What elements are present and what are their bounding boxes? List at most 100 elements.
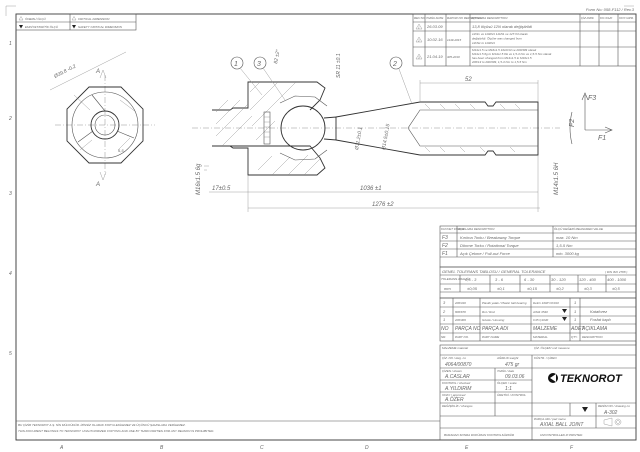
dim-tube-length: 52 <box>465 77 472 83</box>
revisions-rows-2-desc-3: 200/13 to 200/309, 1,5-3 Nm to 1,5-5 Nm <box>471 60 527 64</box>
zone-col: B <box>160 445 164 451</box>
housing-part-1 <box>212 81 326 176</box>
end-view: A A Ø39.8 -0.2 6,5 <box>49 51 155 188</box>
zone-row: 4 <box>9 271 12 277</box>
parts-row: 2 800/670 Rot / Rod AISI4 3540 1 Katafor… <box>442 309 607 314</box>
ball-stud <box>280 105 326 151</box>
force-diagram: F3 F2 F1 <box>569 92 613 145</box>
parts-rows-0-mat: Delrin 100P NC010 <box>533 301 559 305</box>
loads-rows-0-f: F3 <box>442 235 448 241</box>
zone-col: A <box>59 445 64 451</box>
parts-rows-2-mat: C45 Ç1040 <box>533 318 549 322</box>
safety-marker-icon <box>562 309 567 313</box>
dim-overall-length: 1276 ±2 <box>372 202 394 208</box>
revisions-rows-2-report: 305-2019 <box>447 55 460 59</box>
title_block-material_label: MALZEME material <box>442 346 468 350</box>
balloon-3 <box>253 56 267 70</box>
title_block-scale_label: ÖLÇEK / scale <box>497 381 517 385</box>
title_block-footer_right: UNCONTROLLED IF PRINTED <box>540 433 583 437</box>
parts-headers_en-3: MATERIAL <box>533 335 548 339</box>
parts-header: NO PARÇA NO PARÇA ADI MALZEME ADET AÇIKL… <box>441 326 608 339</box>
parts-rows-2-no: 1 <box>443 317 445 322</box>
loads-rows-2-desc: Açık Çekme / Pull-out Force <box>459 251 511 256</box>
tolerance-ranges-5: 400 - 1000 <box>607 277 627 282</box>
dim-neck: Ø11.2±0.1 <box>354 126 364 151</box>
parts-rows-1-name: Rot / Rod <box>482 310 495 314</box>
zone-col: D <box>365 445 369 451</box>
load-requirements-table: KUVVET FORCE AÇIKLAMA DESCRIPTION ÖLÇÜ D… <box>439 225 637 268</box>
parts-headers-0: NO <box>441 326 449 332</box>
symbol-legend: ÖNEMLİ ÖLÇÜ CRITICAL DIMENSION EMNİYET/K… <box>15 13 137 31</box>
critical-triangle-icon <box>71 16 77 21</box>
revisions-rows-1-date: 10.02.16 <box>427 37 443 42</box>
safety-marker-icon <box>562 317 567 321</box>
title_block-drawing_number_label: RESİM NO / drawing no <box>598 404 630 408</box>
dim-thread-right: M14x1.5 6H <box>554 162 560 195</box>
weight: 475 gr <box>505 362 520 368</box>
parts-rows-2-part_no: 200/309 <box>454 318 466 322</box>
tolerance-values-2: ±0,15 <box>527 286 538 291</box>
zone-rows: 1 2 3 4 5 <box>8 41 12 357</box>
parts-headers-2: PARÇA ADI <box>482 326 509 332</box>
loads-headers-1: AÇIKLAMA DESCRIPTION <box>457 227 495 231</box>
legend-safety-tr: EMNİYET/KRİTİK ÖLÇÜ <box>25 25 59 29</box>
section-label-a: A <box>95 69 100 75</box>
revision-triangle-icon <box>415 53 423 60</box>
form-number: Form No: 058-F112 / Rev.3 <box>586 7 635 12</box>
revisions-rows-2-desc-0: M14x1.5 ve M16x1.5 1010/13 ve 200/309 ol… <box>472 48 537 52</box>
axial-joint-side-view: 1 3 2 17±0.5 1036 ±1 1276 ±2 52 M16x1.5 … <box>192 49 613 212</box>
tolerance-values-4: ±0,3 <box>584 286 593 291</box>
parts-headers_en-0: NR. <box>441 335 446 339</box>
dim-center-length: 1036 ±1 <box>360 186 382 192</box>
parts-headers-5: AÇIKLAMA <box>581 326 608 332</box>
title_block-footer_left: BURADAN SONRA DOKÜMAN KONTROLSÜZDÜR <box>444 433 515 437</box>
revisions-rows-0-date: 26.03.09 <box>426 24 443 29</box>
tolerance-values-0: ±0,05 <box>467 286 478 291</box>
title_block-copyright_tr: BU ÇİZİM TEKNOROT A.Ş. NİN MÜLKÜDÜR. İZİ… <box>18 423 186 427</box>
tolerance-values-5: ±0,5 <box>612 286 621 291</box>
loads-rows-1-f: F2 <box>442 243 448 249</box>
zone-col: C <box>260 445 264 451</box>
title_block-weight_label: AĞIRLIK weight <box>496 355 519 360</box>
revisions-headers-1: TARİH DATE <box>426 16 444 20</box>
drawing-forces-1: F2 <box>569 119 576 127</box>
revision-table: REV.NO TARİH DATE RAPOR NO REPORT NO AÇI… <box>412 13 637 67</box>
drawing-forces-0: F3 <box>588 95 596 102</box>
title_block-copyright_en: THIS DOCUMENT BELONGS TO TEKNOROT. UNAUT… <box>18 429 214 433</box>
title_block-surface_label: ÇİZ. ÖLÇEK/ unit measure <box>534 346 570 350</box>
drawing-forces-2: F1 <box>598 135 606 142</box>
parts-rows-0-part_no: 200/316 <box>454 301 466 305</box>
loads-rows-2-val: min. 3000 kg <box>556 251 580 256</box>
parts-rows-1-mat: AISI4 3540 <box>532 310 548 314</box>
tolerance-ranges_label: TOLERANS ARALIĞI <box>441 276 470 281</box>
loads-rows-1-desc: Dönme Torku / Rotational Torque <box>460 243 519 248</box>
revisions-headers-3: AÇIKLAMA DESCRIPTION <box>470 16 508 20</box>
safety-marker-icon <box>72 25 76 29</box>
revisions-rows-1-report: 1149-2015 <box>447 38 461 42</box>
tolerance-title: GENEL TOLERANS TABLOSU / GENERAL TOLERAN… <box>442 269 546 274</box>
revisions-headers-2: RAPOR NO REPORT NO <box>447 16 482 20</box>
title_block-drawing_no_label: ÇİZ. NO / dwg. no <box>442 356 466 360</box>
revision-row: 3 21.04.19 305-2019 M14x1.5 ve M16x1.5 1… <box>415 48 552 64</box>
parts-rows-1-qty: 1 <box>574 309 576 314</box>
revisions-headers-0: REV.NO <box>414 16 426 20</box>
title_block-drafter: A.CASLAR <box>444 374 470 380</box>
parts-rows-2-qty: 1 <box>574 317 576 322</box>
parts-list: 3 200/316 Plastik yatak / Plastic ball b… <box>439 297 637 342</box>
dim-ball: SR 11 ±0.1 <box>336 53 342 78</box>
loads-rows-2-f: F1 <box>442 251 448 257</box>
revisions-rows-1-desc-2: 12kN1 to 110kN1 <box>472 41 495 45</box>
parts-rows-1-part_no: 800/670 <box>455 310 466 314</box>
loads-rows-1-val: 1,5-5 Nm <box>556 243 573 248</box>
drawing-balloons-1: 3 <box>257 61 261 68</box>
title_block-customer_label: KÜSTR. / ÇİZEN <box>534 356 557 360</box>
revisions-rows-1-no: 2 <box>417 39 420 43</box>
zone-col: F <box>570 445 574 451</box>
tolerance-ranges-0: 0,5 - 3 <box>465 277 477 282</box>
corner-marks <box>5 5 634 16</box>
parts-headers-1: PARÇA NO <box>455 326 481 332</box>
dim-angle: 82 ±2° <box>273 49 281 64</box>
loads-rows-0-val: max. 10 Nm <box>556 235 578 240</box>
parts-rows-0-name: Plastik yatak / Plastic ball bearing <box>482 301 527 305</box>
